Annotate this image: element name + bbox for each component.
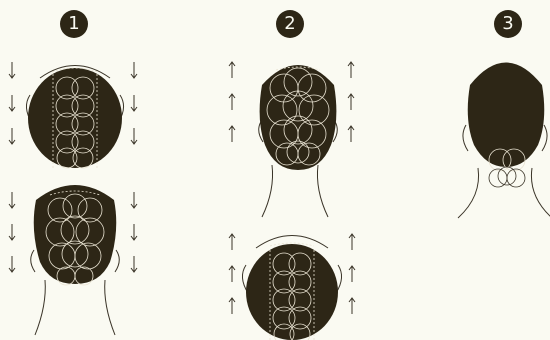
step-badge-circle-icon [276,10,304,38]
step-2-back-view [258,65,338,218]
step-badge-circle-icon [494,10,522,38]
step-1-back-view [30,185,120,336]
step-3-back-view [457,62,550,219]
step-2-number: 2 [284,13,296,34]
step-3-badge: 3 [494,10,522,38]
step-1-badge: 1 [60,10,88,38]
step-3-number: 3 [502,13,514,34]
step-1-number: 1 [68,13,80,34]
step-badge-circle-icon [60,10,88,38]
step-2-top-view [242,235,342,340]
step-1-top-view [26,65,124,169]
step-2-badge: 2 [276,10,304,38]
